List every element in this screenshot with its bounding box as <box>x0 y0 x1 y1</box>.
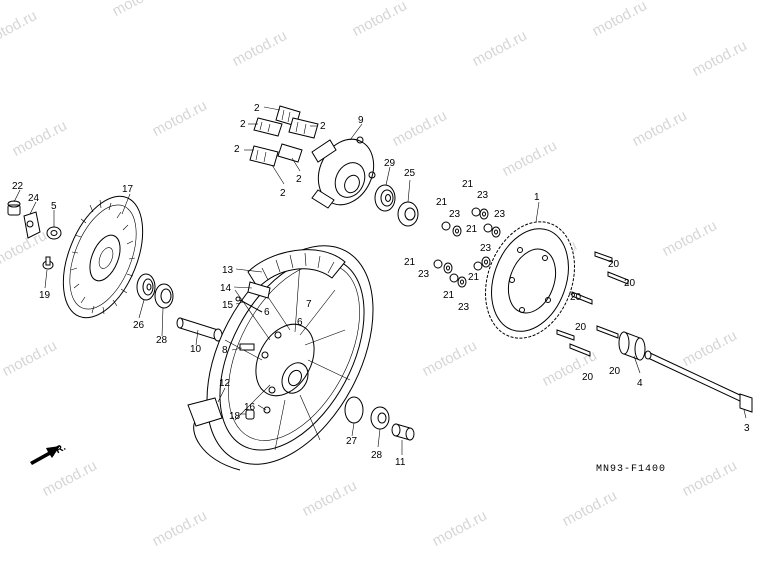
callout-28: 28 <box>371 450 383 461</box>
callout-24: 24 <box>28 193 40 204</box>
callout-5: 5 <box>51 201 57 212</box>
callout-23: 23 <box>494 209 506 220</box>
callout-10: 10 <box>190 344 202 355</box>
collar-11 <box>391 423 415 441</box>
callout-4: 4 <box>637 378 643 389</box>
seal-28-left <box>154 283 174 309</box>
bearing-26 <box>136 273 156 301</box>
diagram-code: MN93-F1400 <box>596 464 667 475</box>
sprocket-washers-23 <box>443 208 501 288</box>
callout-23: 23 <box>458 302 470 313</box>
callout-15: 15 <box>222 300 234 311</box>
axle-3 <box>644 350 753 413</box>
tire-tread <box>247 249 346 289</box>
wheel-hub <box>255 323 315 397</box>
callout-16: 16 <box>244 402 256 413</box>
callout-2: 2 <box>320 121 326 132</box>
callout-27: 27 <box>346 436 358 447</box>
nut-16 <box>263 406 271 414</box>
collar-4 <box>618 331 646 361</box>
seal-25 <box>397 201 419 227</box>
leader-lines <box>13 106 747 455</box>
callout-23: 23 <box>449 209 461 220</box>
callout-12: 12 <box>219 378 231 389</box>
callout-1: 1 <box>534 192 540 203</box>
callout-20: 20 <box>624 278 636 289</box>
callout-21: 21 <box>466 224 478 235</box>
spacer-10 <box>176 317 223 342</box>
callout-23: 23 <box>418 269 430 280</box>
callout-20: 20 <box>582 372 594 383</box>
callout-21: 21 <box>468 272 480 283</box>
seal-28-right <box>370 406 390 430</box>
callout-28: 28 <box>156 335 168 346</box>
callout-21: 21 <box>436 197 448 208</box>
driven-sprocket-1 <box>485 221 575 339</box>
callout-23: 23 <box>480 243 492 254</box>
callout-21: 21 <box>462 179 474 190</box>
callout-23: 23 <box>477 190 489 201</box>
sprocket-nuts-21 <box>433 207 493 283</box>
callout-11: 11 <box>395 457 406 468</box>
bracket-24 <box>23 211 41 239</box>
small-bolt-22 <box>7 200 21 216</box>
bearing-29 <box>374 184 396 212</box>
callout-26: 26 <box>133 320 145 331</box>
front-direction-arrow <box>30 446 60 465</box>
callout-14: 14 <box>220 283 232 294</box>
callout-22: 22 <box>12 181 24 192</box>
callout-7: 7 <box>306 299 312 310</box>
callout-9: 9 <box>358 115 364 126</box>
callout-18: 18 <box>229 411 241 422</box>
bolt-8 <box>239 343 255 351</box>
callout-labels: 1 2 2 2 2 2 2 3 4 5 6 6 7 8 9 10 11 12 1… <box>12 103 750 468</box>
callout-2: 2 <box>280 188 286 199</box>
sprocket-hub-9 <box>311 136 376 209</box>
callout-20: 20 <box>575 322 587 333</box>
circlip-27 <box>344 396 364 424</box>
callout-29: 29 <box>384 158 396 169</box>
weight-18 <box>245 409 255 420</box>
collar-5 <box>46 226 62 240</box>
callout-19: 19 <box>39 290 51 301</box>
callout-2: 2 <box>296 174 302 185</box>
callout-13: 13 <box>222 265 234 276</box>
callout-21: 21 <box>404 257 416 268</box>
callout-20: 20 <box>570 292 582 303</box>
callout-6: 6 <box>297 317 303 328</box>
callout-2: 2 <box>254 103 260 114</box>
callout-25: 25 <box>404 168 416 179</box>
damper-rubbers-2 <box>249 105 319 167</box>
callout-20: 20 <box>608 259 620 270</box>
callout-20: 20 <box>609 366 621 377</box>
brake-disc <box>62 195 144 319</box>
sprocket-studs-20 <box>556 251 629 357</box>
callout-3: 3 <box>744 423 750 434</box>
callout-21: 21 <box>443 290 455 301</box>
callout-2: 2 <box>234 144 240 155</box>
bolt-19 <box>42 256 54 270</box>
callout-17: 17 <box>122 184 134 195</box>
callout-8: 8 <box>222 345 228 356</box>
callout-2: 2 <box>240 119 246 130</box>
callout-6: 6 <box>264 307 270 318</box>
